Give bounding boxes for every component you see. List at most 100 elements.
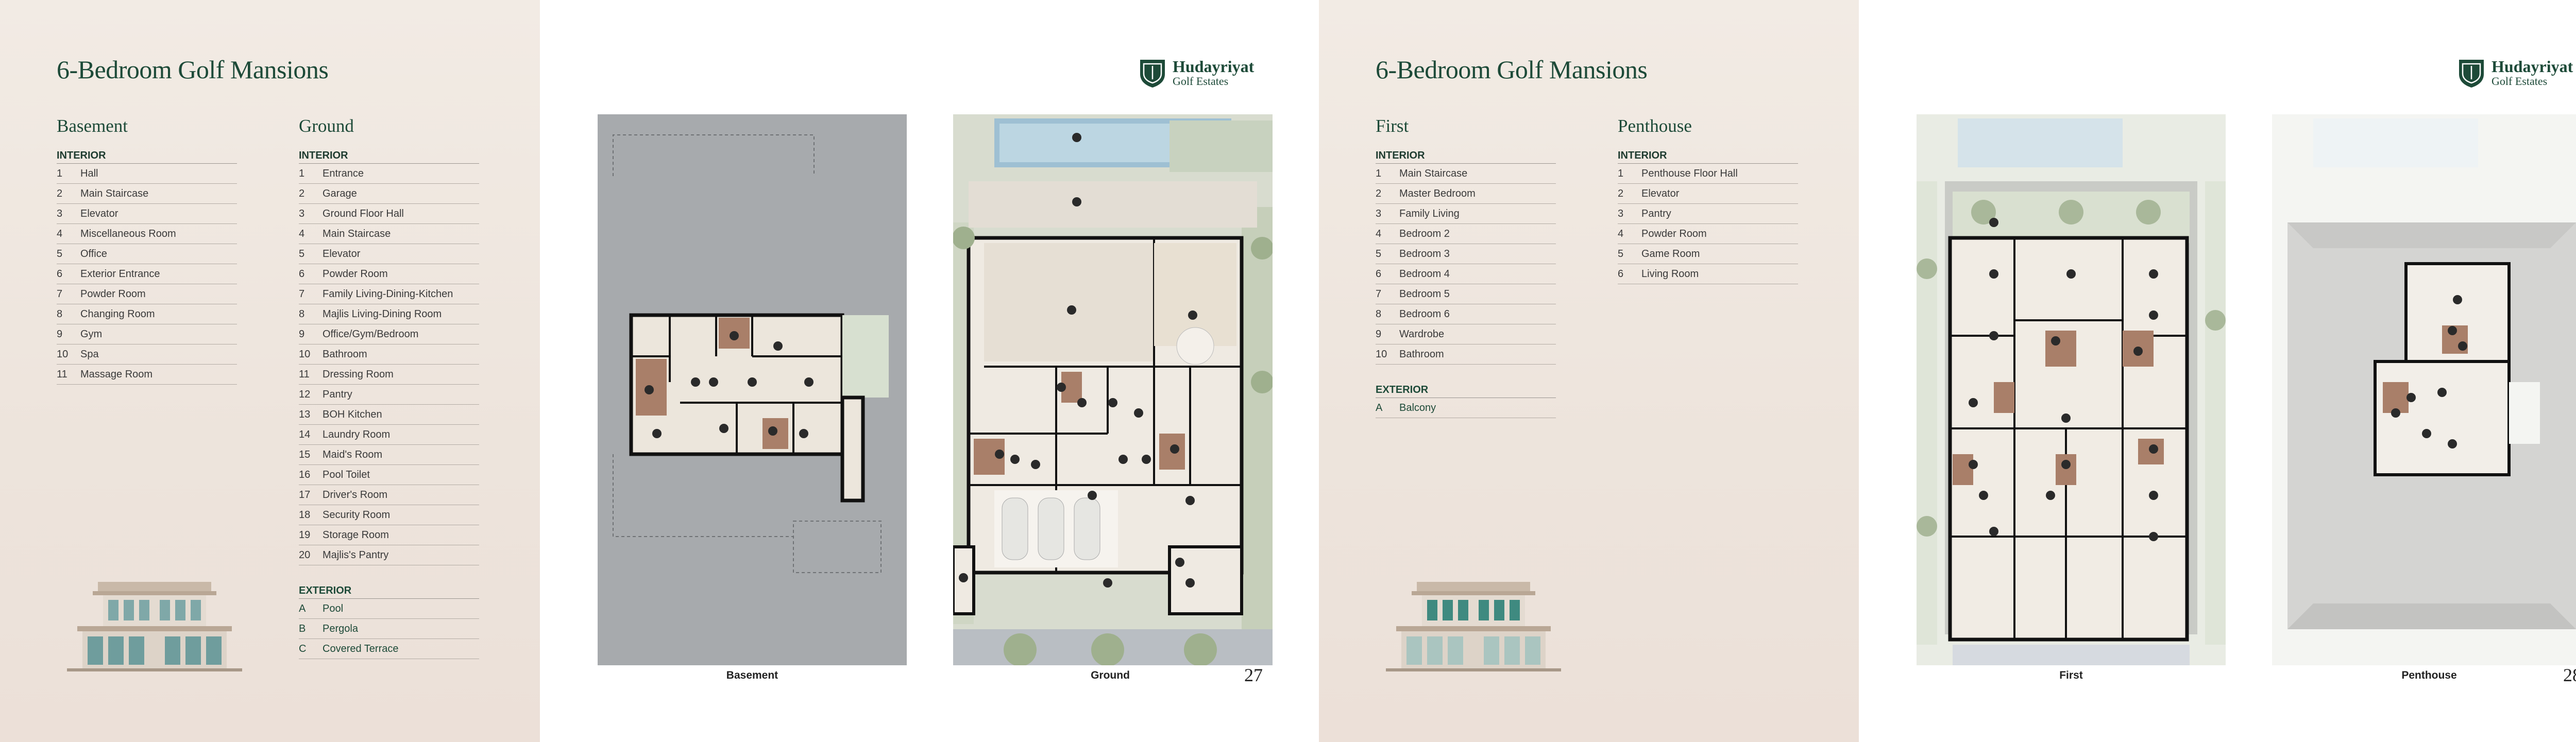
- brand-logo: Hudayriyat Golf Estates: [1139, 57, 1254, 89]
- brand-subname: Golf Estates: [2492, 75, 2548, 88]
- legend-number: 5: [299, 248, 305, 260]
- legend-number: 18: [299, 509, 311, 521]
- legend-label: Laundry Room: [323, 429, 391, 440]
- legend-heading: Basement: [57, 116, 128, 136]
- legend-number: 19: [299, 529, 311, 541]
- ground-floor-plan: [953, 114, 1273, 665]
- legend-number: 1: [57, 168, 63, 179]
- legend-number: 6: [299, 268, 305, 280]
- section-label: INTERIOR: [1618, 148, 1798, 164]
- basement-plan-caption: Basement: [726, 669, 778, 681]
- legend-number: 12: [299, 389, 311, 400]
- brand-subname: Golf Estates: [1173, 75, 1229, 88]
- legend-heading: First: [1376, 116, 1409, 136]
- page-number: 27: [1244, 665, 1263, 685]
- legend-row: 5 Office: [57, 244, 237, 264]
- legend-number: 7: [299, 288, 305, 300]
- section-label: INTERIOR: [299, 148, 479, 164]
- building-elevation-illustration: [1386, 582, 1561, 671]
- legend-label: Maid's Room: [323, 449, 383, 460]
- shield-icon: [1140, 60, 1165, 88]
- legend-label: Main Staircase: [1399, 168, 1468, 179]
- legend-number: 1: [1618, 168, 1624, 179]
- legend-number: C: [299, 643, 307, 654]
- legend-label: BOH Kitchen: [323, 409, 382, 420]
- legend-number: 1: [1376, 168, 1382, 179]
- legend-label: Penthouse Floor Hall: [1641, 168, 1738, 179]
- legend-label: Dressing Room: [323, 369, 394, 380]
- legend-label: Changing Room: [80, 308, 155, 320]
- legend-number: 20: [299, 549, 311, 561]
- legend-number: 15: [299, 449, 311, 460]
- brand-name: Hudayriyat: [1173, 57, 1255, 76]
- legend-label: Powder Room: [323, 268, 388, 280]
- legend-number: 7: [57, 288, 63, 300]
- legend-number: 2: [57, 188, 63, 199]
- legend-heading: Ground: [299, 116, 354, 136]
- legend-label: Pantry: [1641, 208, 1671, 219]
- legend-row: 1 Main Staircase: [1376, 164, 1556, 184]
- legend-label: Storage Room: [323, 529, 389, 541]
- legend-number: 3: [299, 208, 305, 219]
- legend-number: 2: [1376, 188, 1382, 199]
- ground-plan-caption: Ground: [1091, 669, 1130, 681]
- legend-label: Main Staircase: [323, 228, 391, 239]
- legend-number: 8: [1376, 308, 1382, 320]
- legend-number: 3: [1376, 208, 1382, 219]
- legend-label: Elevator: [1641, 188, 1680, 199]
- legend-number: A: [1376, 402, 1383, 413]
- legend-number: 9: [57, 329, 63, 340]
- legend-label: Living Room: [1641, 268, 1699, 280]
- legend-row: 19 Storage Room: [299, 525, 479, 545]
- legend-label: Driver's Room: [323, 489, 388, 501]
- legend-number: 5: [57, 248, 63, 260]
- legend-number: 17: [299, 489, 311, 501]
- legend-label: Office/Gym/Bedroom: [323, 329, 419, 340]
- penthouse-floor-plan: [2272, 114, 2576, 665]
- legend-label: Majlis Living-Dining Room: [323, 308, 442, 320]
- legend-number: 3: [57, 208, 63, 219]
- legend-label: Master Bedroom: [1399, 188, 1476, 199]
- legend-label: Wardrobe: [1399, 329, 1445, 340]
- legend-label: Spa: [80, 349, 99, 360]
- legend-label: Garage: [323, 188, 357, 199]
- building-elevation-illustration: [67, 582, 242, 671]
- legend-row: 6 Powder Room: [299, 264, 479, 284]
- legend-label: Bedroom 2: [1399, 228, 1450, 239]
- legend-number: 4: [1618, 228, 1624, 239]
- legend-number: 8: [299, 308, 305, 320]
- legend-number: 2: [1618, 188, 1624, 199]
- first-floor-plan: [1917, 114, 2226, 665]
- legend-label: Office: [80, 248, 107, 260]
- legend-row: 2 Elevator: [1618, 184, 1798, 204]
- legend-label: Game Room: [1641, 248, 1700, 260]
- brand-name: Hudayriyat: [2492, 57, 2573, 76]
